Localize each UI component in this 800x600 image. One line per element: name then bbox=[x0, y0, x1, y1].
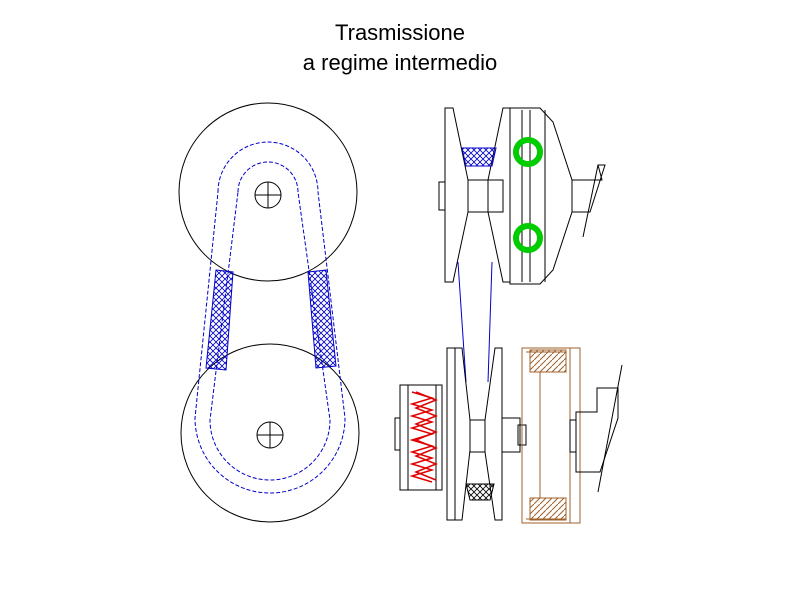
diagram-title-line-1: Trasmissione bbox=[335, 20, 465, 45]
upper-fixed-half-pulley bbox=[444, 107, 469, 283]
output-shaft bbox=[575, 387, 619, 473]
belt-segment-right bbox=[307, 269, 337, 369]
upper-roller-housing bbox=[509, 107, 573, 285]
lower-pulley bbox=[394, 347, 623, 524]
belt-inner-path bbox=[209, 161, 331, 481]
upper-shaft-stub bbox=[438, 181, 446, 211]
diagram-title-line-2: a regime intermedio bbox=[302, 50, 498, 75]
lower-pulley-flank-right bbox=[484, 347, 503, 521]
side-view bbox=[394, 107, 623, 524]
clutch-shaft bbox=[501, 417, 521, 453]
belt-segment-left bbox=[205, 269, 234, 371]
drive-pulley-circle bbox=[178, 102, 358, 282]
lower-pulley-flank-left bbox=[454, 347, 471, 521]
upper-belt-section bbox=[461, 147, 497, 167]
upper-hub bbox=[467, 179, 504, 213]
output-shaft-stub bbox=[569, 419, 577, 453]
belt-outer-path bbox=[194, 141, 346, 494]
spring-end-cap bbox=[394, 417, 401, 451]
belt-side-left bbox=[457, 261, 467, 383]
lower-movable-half-pulley bbox=[446, 347, 456, 521]
upper-crankshaft bbox=[571, 164, 606, 213]
clutch-shoe-top bbox=[529, 349, 567, 373]
upper-roller-icon bbox=[513, 137, 543, 167]
clutch-bell-outer bbox=[521, 347, 581, 524]
lower-belt-section bbox=[465, 483, 495, 501]
belt-side-right bbox=[487, 261, 493, 383]
lower-hub bbox=[469, 419, 486, 453]
front-view bbox=[178, 102, 360, 523]
lower-roller-icon bbox=[513, 223, 543, 253]
driven-pulley-circle bbox=[180, 343, 360, 523]
spring-coils bbox=[409, 391, 439, 483]
upper-variator bbox=[438, 107, 606, 285]
clutch-assembly bbox=[521, 347, 581, 524]
upper-movable-half-pulley bbox=[487, 107, 511, 283]
clutch-shoe-bottom bbox=[529, 497, 567, 521]
